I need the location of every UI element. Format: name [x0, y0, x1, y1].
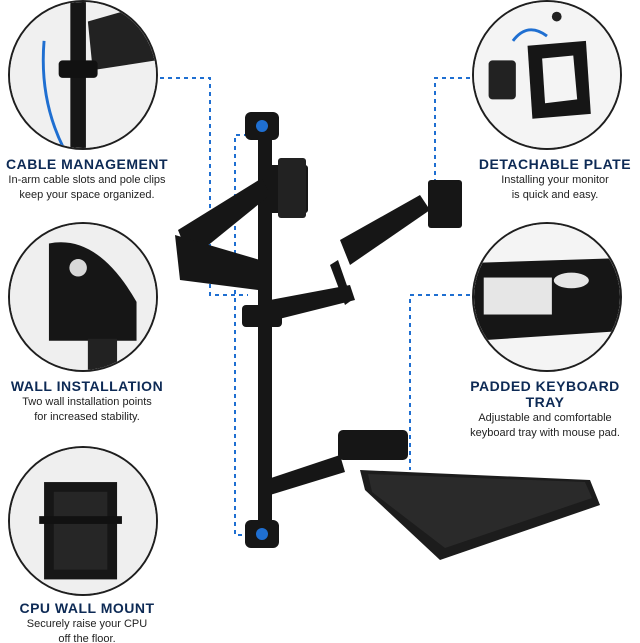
- cable-management-caption: CABLE MANAGEMENT In-arm cable slots and …: [0, 156, 182, 202]
- cpu-wall-mount-desc-line2: off the floor.: [58, 633, 116, 643]
- padded-keyboard-tray-detail-image: [472, 222, 622, 372]
- bottom-bracket-screw-icon: [256, 528, 268, 540]
- keyboard-tray-arm: [265, 430, 600, 560]
- cpu-wall-mount-detail-image: [8, 446, 158, 596]
- wall-installation-desc-line1: Two wall installation points: [22, 396, 152, 408]
- cable-management-title: CABLE MANAGEMENT: [6, 156, 168, 172]
- cable-management-desc-line2: keep your space organized.: [19, 189, 155, 201]
- guide-lines: [160, 77, 478, 536]
- cable-management-detail-image: [8, 0, 158, 150]
- padded-keyboard-tray-desc-line2: keyboard tray with mouse pad.: [470, 427, 620, 439]
- detachable-plate-detail-image: [472, 0, 622, 150]
- left-monitor-arm: [175, 158, 308, 327]
- cpu-wall-mount-title: CPU WALL MOUNT: [19, 600, 155, 616]
- padded-keyboard-tray-desc-line1: Adjustable and comfortable: [478, 412, 612, 424]
- guide-line-tray: [409, 294, 478, 470]
- padded-keyboard-tray-title: PADDED KEYBOARD TRAY: [470, 378, 620, 410]
- wall-installation-title: WALL INSTALLATION: [10, 378, 164, 394]
- detachable-plate-title: DETACHABLE PLATE: [478, 156, 632, 172]
- cable-management-desc-line1: In-arm cable slots and pole clips: [8, 174, 166, 186]
- cpu-wall-mount-desc-line1: Securely raise your CPU: [26, 618, 148, 630]
- padded-keyboard-tray-caption: PADDED KEYBOARD TRAY Adjustable and comf…: [450, 378, 640, 440]
- detachable-plate-desc-line1: Installing your monitor: [501, 174, 609, 186]
- wall-installation-caption: WALL INSTALLATION Two wall installation …: [0, 378, 182, 424]
- top-bracket-screw-icon: [256, 120, 268, 132]
- right-monitor-arm: [270, 180, 462, 320]
- wall-installation-desc-line2: for increased stability.: [34, 411, 140, 423]
- wall-installation-detail-image: [8, 222, 158, 372]
- guide-line-plate: [434, 77, 478, 185]
- mounting-pole: [258, 120, 272, 540]
- guide-line-cable: [160, 77, 248, 296]
- cpu-wall-mount-caption: CPU WALL MOUNT Securely raise your CPU o…: [0, 600, 182, 643]
- detachable-plate-desc-line2: is quick and easy.: [511, 189, 599, 201]
- detachable-plate-caption: DETACHABLE PLATE Installing your monitor…: [460, 156, 640, 202]
